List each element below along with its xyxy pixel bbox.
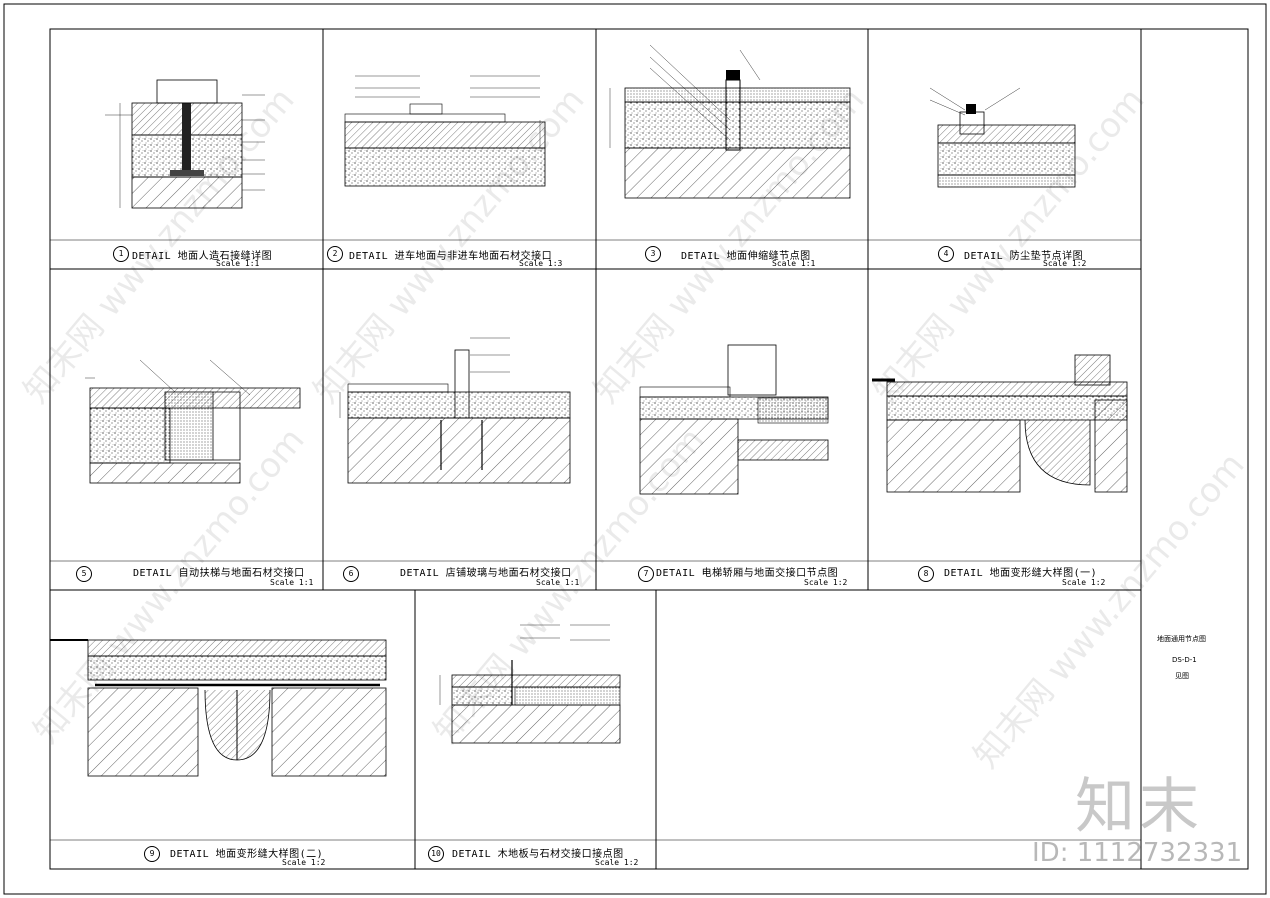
grid [50,29,1142,869]
detail-6-number: 6 [343,566,359,582]
detail-1-scale: Scale 1:1 [216,259,260,268]
detail-1-drawing [105,79,265,209]
detail-1-number: 1 [113,246,129,262]
detail-3-number: 3 [645,246,661,262]
detail-4-scale: Scale 1:2 [1043,259,1087,268]
detail-2-number: 2 [327,246,343,262]
detail-7-scale: Scale 1:2 [804,578,848,587]
detail-4-drawing [929,87,1076,188]
detail-10-number: 10 [428,846,444,862]
detail-9-number: 9 [144,846,160,862]
drawing-name: 地面通用节点图 [1157,635,1206,643]
detail-8-scale: Scale 1:2 [1062,578,1106,587]
detail-6-drawing [339,337,571,484]
detail-10-drawing [439,624,621,744]
outer-border [3,3,1267,895]
detail-3-drawing [609,44,851,199]
detail-8-drawing [872,354,1128,493]
detail-8-title: DETAIL 地面变形缝大样图(一) [944,568,1098,579]
detail-2-title: DETAIL 进车地面与非进车地面石材交接口 [349,251,553,262]
detail-4-number: 4 [938,246,954,262]
detail-6-title: DETAIL 店铺玻璃与地面石材交接口 [400,568,572,579]
detail-6-scale: Scale 1:1 [536,578,580,587]
detail-10-title: DETAIL 木地板与石材交接口接点图 [452,849,624,860]
detail-3-title: DETAIL 地面伸缩缝节点图 [681,251,811,262]
drawing-reference: 见图 [1175,672,1189,680]
detail-2-drawing [344,75,546,187]
detail-9-scale: Scale 1:2 [282,858,326,867]
detail-9-title: DETAIL 地面变形缝大样图(二) [170,849,324,860]
watermark-id: ID: 1112732331 [1032,838,1243,868]
drawing-number: DS-D-1 [1172,656,1197,664]
detail-10-scale: Scale 1:2 [595,858,639,867]
detail-7-number: 7 [638,566,654,582]
brand-logo: 知末 [1075,772,1203,842]
detail-7-drawing [639,344,829,495]
detail-9-drawing [50,639,387,777]
detail-5-number: 5 [76,566,92,582]
detail-3-scale: Scale 1:1 [772,259,816,268]
detail-1-title: DETAIL 地面人造石接缝详图 [132,251,273,262]
detail-8-number: 8 [918,566,934,582]
detail-5-scale: Scale 1:1 [270,578,314,587]
detail-5-drawing [85,359,301,484]
detail-5-title: DETAIL 自动扶梯与地面石材交接口 [133,568,305,579]
inner-border [49,28,1249,870]
detail-2-scale: Scale 1:3 [519,259,563,268]
detail-4-title: DETAIL 防尘垫节点详图 [964,251,1084,262]
detail-7-title: DETAIL 电梯轿厢与地面交接口节点图 [656,568,839,579]
